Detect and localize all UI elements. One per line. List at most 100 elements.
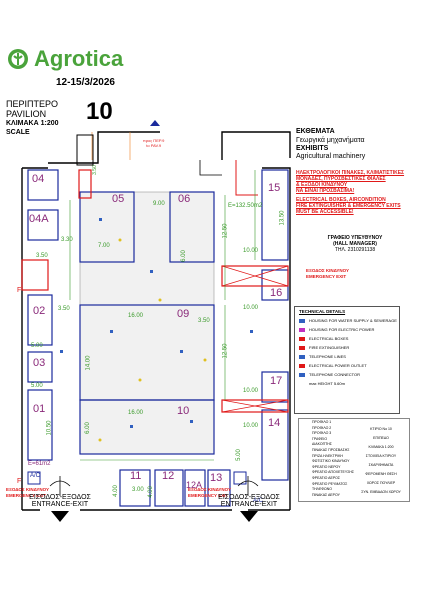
dim-label: 12.50 — [222, 223, 229, 239]
dim-label: 5.00 — [31, 343, 43, 349]
pavilion-title-en: PAVILION — [6, 109, 47, 119]
dim-label: 3.50 — [91, 165, 98, 175]
fire-extinguisher-swatch — [299, 345, 305, 350]
ac-label-right: A/C — [253, 498, 264, 504]
emergency-exit-right-2 — [221, 399, 289, 413]
power-outlet-swatch — [299, 363, 305, 368]
scale-en: SCALE — [6, 129, 30, 136]
stand-label-06[interactable]: 06 — [178, 193, 191, 205]
stand-label-14[interactable]: 14 — [268, 417, 281, 429]
stand-label-01[interactable]: 01 — [33, 403, 46, 415]
brand-name: Agrotica — [34, 46, 124, 71]
exhibits-title-gr: ΕΚΘΕΜΑΤΑ — [296, 128, 335, 135]
stand-label-05[interactable]: 05 — [112, 193, 125, 205]
outer-wall — [21, 131, 291, 511]
stand-label-09[interactable]: 09 — [177, 308, 190, 320]
dim-label: 14.00 — [85, 355, 92, 371]
stand-01 — [27, 389, 53, 461]
stand-06 — [169, 191, 215, 263]
stand-label-17[interactable]: 17 — [270, 375, 283, 387]
dim-label: 13.50 — [279, 210, 286, 226]
scale-gr: ΚΛΙΜΑΚΑ 1:200 — [6, 120, 59, 127]
stand-05 — [79, 191, 135, 263]
stand-label-04[interactable]: 04 — [32, 173, 45, 185]
telephone-lines-swatch — [299, 354, 305, 359]
height-swatch — [299, 381, 305, 386]
agrotica-logo: Agrotica — [6, 46, 123, 72]
electric-housing-swatch — [299, 327, 305, 332]
dim-label: 6.00 — [180, 250, 187, 262]
stand-02 — [27, 294, 53, 346]
exhibits-subtitle-gr: Γεωργικά μηχανήματα — [296, 137, 365, 144]
stand-label-02[interactable]: 02 — [33, 305, 46, 317]
dim-label: 12.50 — [222, 343, 229, 359]
dim-label: 10.00 — [243, 388, 259, 394]
stand-04 — [27, 169, 59, 201]
notice-en: ELECTRICAL BOXES, AIRCONDITION FIRE EXTI… — [296, 197, 401, 215]
stand-label-12a[interactable]: 12A — [186, 480, 203, 490]
dim-label: 9.00 — [153, 201, 165, 207]
event-dates: 12-15/3/2026 — [56, 77, 115, 88]
service-points — [60, 218, 253, 428]
stand-15 — [261, 169, 289, 261]
emergency-exit-right-1 — [221, 265, 289, 287]
exhibits-subtitle-en: Agricultural machinery — [296, 153, 366, 160]
central-hall — [79, 191, 215, 455]
dim-label: 10.50 — [46, 420, 53, 436]
agrotica-logo-icon — [8, 49, 28, 69]
stand-label-13[interactable]: 13 — [210, 472, 223, 484]
stand-label-12[interactable]: 12 — [162, 470, 175, 482]
symbol-legend — [298, 418, 410, 502]
arrow-down-icon — [240, 511, 258, 522]
entrance-door-right — [237, 476, 259, 496]
stand-label-10[interactable]: 10 — [177, 405, 190, 417]
stand-label-03[interactable]: 03 — [33, 357, 46, 369]
dim-label: 3.50 — [198, 318, 210, 324]
technical-details-legend: TECHNICAL DETAILS HOUSING FOR WATER SUPP… — [294, 306, 400, 414]
area-label: E=132.50m2 — [228, 203, 263, 209]
electrical-box-swatch — [299, 336, 305, 341]
notice-gr: ΗΛΕΚΤΡΟΛΟΓΙΚΟΙ ΠΙΝΑΚΕΣ, ΚΛΙΜΑΤΙΣΤΙΚΕΣ ΜΟ… — [296, 170, 405, 194]
pavilion-number: 10 — [86, 98, 113, 125]
fire-extinguisher-icon: F — [17, 287, 22, 294]
dim-label: 16.00 — [128, 410, 144, 416]
fire-extinguisher-icon: F — [17, 478, 22, 485]
telephone-connector-swatch — [299, 372, 305, 377]
stand-10 — [79, 399, 215, 455]
dim-label: 4.00 — [147, 486, 154, 498]
dim-label: 10.00 — [243, 423, 259, 429]
entrance-door-left — [49, 476, 71, 496]
dim-label: 3.50 — [36, 253, 48, 259]
dim-label: 4.00 — [112, 485, 119, 497]
stand-03 — [27, 351, 53, 383]
dim-label: 6.00 — [84, 422, 91, 434]
ac-label-left: A/C — [30, 473, 41, 479]
entrance-right[interactable]: ΕΙΣΟΔΟΣ-ΕΞΟΔΟΣ ENTRANCE-EXIT — [206, 494, 292, 522]
ac-unit-right — [233, 471, 247, 485]
dim-label: 10.00 — [243, 248, 259, 254]
entrance-left[interactable]: ΕΙΣΟΔΟΣ-ΕΞΟΔΟΣ ENTRANCE-EXIT — [20, 494, 100, 522]
stand-label-11[interactable]: 11 — [130, 470, 142, 482]
hall-manager: ΓΡΑΦΕΙΟ ΥΠΕΥΘΥΝΟΥ (HALL MANAGER) ΤΗΛ. 23… — [327, 235, 383, 253]
stand-label-04a[interactable]: 04A — [29, 213, 49, 225]
arrow-down-icon — [51, 511, 69, 522]
north-arrow-icon — [150, 120, 160, 126]
stand-label-16[interactable]: 16 — [270, 287, 283, 299]
stand-12a — [184, 469, 206, 507]
stand-13 — [207, 469, 231, 507]
dim-label: 7.00 — [98, 243, 110, 249]
pavilion-title-gr: ΠΕΡΙΠΤΕΡΟ — [6, 99, 59, 109]
stand-11 — [119, 469, 151, 507]
dim-label: 16.00 — [128, 313, 144, 319]
dim-label: 3.00 — [132, 487, 144, 493]
dim-label: 5.00 — [235, 449, 242, 461]
stand-label-15[interactable]: 15 — [268, 182, 281, 194]
water-supply-swatch — [299, 318, 305, 323]
dim-label: 3.30 — [61, 237, 73, 243]
